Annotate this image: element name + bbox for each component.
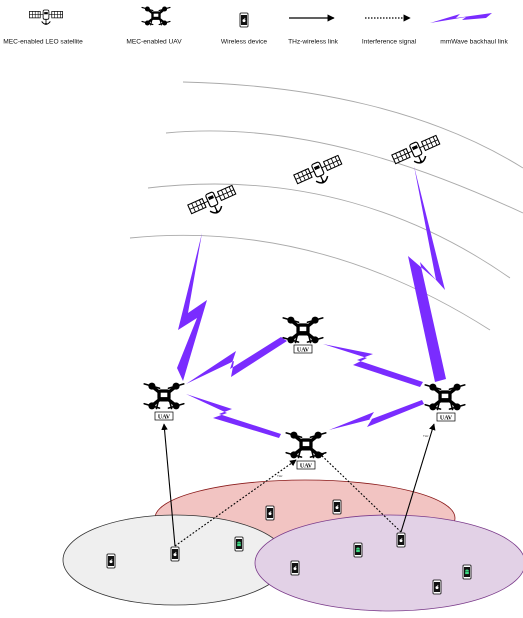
mmwave-links bbox=[177, 166, 446, 438]
uavs: UAV UAV UAV UAV bbox=[142, 314, 467, 470]
uav-left: UAV bbox=[142, 380, 186, 421]
satellites bbox=[186, 132, 445, 224]
apple-phone-icon bbox=[170, 546, 180, 562]
legend-interference-label: Interference signal bbox=[362, 39, 417, 46]
orbits bbox=[129, 81, 523, 331]
uav-tag: UAV bbox=[440, 416, 453, 422]
apple-phone-icon bbox=[396, 532, 406, 548]
mmwave-link-uav-top-uav3 bbox=[323, 344, 423, 387]
uav-tag: UAV bbox=[297, 348, 310, 354]
thz-link-tag: THz bbox=[277, 474, 283, 478]
uav-tag-box bbox=[154, 411, 174, 421]
interference-link-right bbox=[317, 451, 402, 533]
drone-icon bbox=[140, 5, 172, 27]
uav-tag-box bbox=[296, 460, 316, 470]
orbit-arc-1 bbox=[182, 81, 523, 169]
mmwave-link-uav1-uav-top bbox=[186, 337, 287, 384]
satellite-icon bbox=[292, 152, 347, 194]
apple-phone-icon bbox=[432, 579, 442, 595]
uav-middle: UAV bbox=[284, 429, 328, 470]
thz-link-left bbox=[161, 423, 176, 547]
satellite-icon bbox=[390, 132, 445, 174]
mmwave-link-sat3-uav3 bbox=[408, 166, 446, 382]
legend-thz: THz-wireless link bbox=[288, 14, 339, 46]
legend-uav-label: MEC-enabled UAV bbox=[126, 39, 182, 46]
satellite-icon bbox=[28, 9, 64, 26]
legend-mmwave-label: mmWave backhaul link bbox=[440, 39, 508, 46]
drone-icon bbox=[142, 380, 186, 412]
orbit-arc-3 bbox=[147, 183, 511, 279]
mmwave-link-sat1-uav1 bbox=[177, 233, 207, 381]
uav-right: UAV bbox=[423, 381, 467, 422]
mmwave-zigzag-icon bbox=[430, 13, 492, 23]
mmwave-link-uav1-uav-mid bbox=[186, 394, 281, 438]
apple-phone-icon bbox=[290, 560, 300, 576]
satellite-icon bbox=[186, 182, 241, 224]
uav-tag-box bbox=[436, 412, 456, 422]
apple-phone-icon bbox=[332, 499, 342, 515]
apple-phone-icon bbox=[265, 505, 275, 521]
legend-satellite-label: MEC-enabled LEO satellite bbox=[3, 39, 83, 46]
legend-device-label: Wireless device bbox=[221, 39, 268, 46]
android-phone-icon bbox=[353, 542, 363, 558]
mmwave-link-uav-mid-uav3 bbox=[329, 400, 424, 430]
apple-phone-icon bbox=[239, 12, 249, 28]
thz-link-right bbox=[400, 423, 436, 533]
clusters bbox=[62, 479, 523, 612]
apple-phone-icon bbox=[106, 553, 116, 569]
uav-tag: UAV bbox=[158, 415, 171, 421]
drone-icon bbox=[423, 381, 467, 413]
legend-device: Wireless device bbox=[221, 12, 268, 46]
legend-interference: Interference signal bbox=[362, 14, 417, 46]
device-links: THz THz bbox=[161, 423, 436, 547]
legend-uav: MEC-enabled UAV bbox=[126, 5, 182, 46]
uav-tag-box bbox=[293, 344, 313, 354]
legend-mmwave: mmWave backhaul link bbox=[430, 13, 508, 46]
android-phone-icon bbox=[462, 564, 472, 580]
legend-thz-label: THz-wireless link bbox=[288, 39, 339, 46]
android-phone-icon bbox=[234, 536, 244, 552]
orbit-arc-2 bbox=[165, 130, 523, 214]
cluster-purple bbox=[254, 514, 523, 612]
legend-satellite: MEC-enabled LEO satellite bbox=[3, 9, 83, 46]
thz-link-tag: THz bbox=[423, 434, 429, 438]
interference-link-left bbox=[174, 459, 297, 547]
orbit-arc-4 bbox=[129, 234, 491, 331]
drone-icon bbox=[281, 314, 325, 346]
uav-tag: UAV bbox=[300, 464, 313, 470]
legend: MEC-enabled LEO satellite MEC-enabled UA… bbox=[3, 5, 508, 46]
uav-top: UAV bbox=[281, 314, 325, 354]
